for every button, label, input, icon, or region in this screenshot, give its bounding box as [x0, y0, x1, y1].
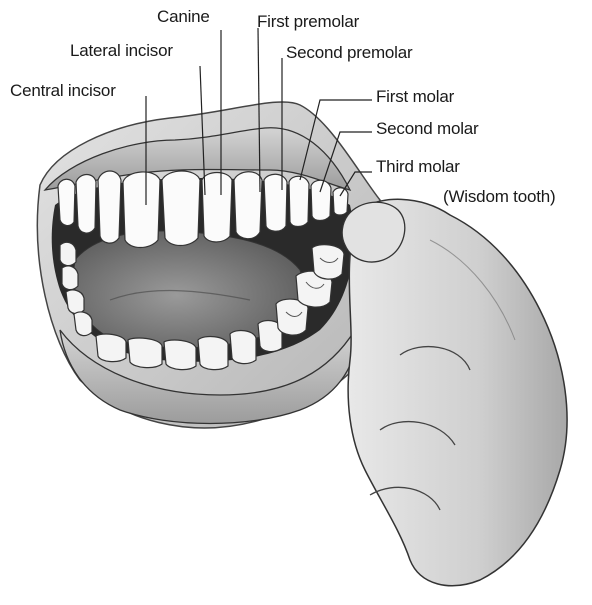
canine-tooth [234, 172, 262, 239]
label-third-molar: Third molar [376, 158, 460, 175]
upper-canine-left [98, 171, 121, 243]
label-second-premolar: Second premolar [286, 44, 412, 61]
central-incisor-tooth [123, 172, 160, 248]
lateral-incisor-tooth [202, 173, 232, 243]
upper-molar-left [58, 179, 75, 225]
label-wisdom-tooth: (Wisdom tooth) [443, 188, 555, 205]
label-first-premolar: First premolar [257, 13, 359, 30]
label-central-incisor: Central incisor [10, 82, 116, 99]
second-molar-tooth [333, 188, 348, 215]
label-canine: Canine [157, 8, 210, 25]
central-incisor-tooth-2 [162, 171, 200, 246]
label-first-molar: First molar [376, 88, 454, 105]
first-molar-tooth [311, 180, 331, 220]
upper-premolar-left [76, 175, 96, 234]
first-premolar-tooth [264, 174, 287, 231]
label-lateral-incisor: Lateral incisor [70, 42, 173, 59]
second-premolar-tooth [289, 176, 309, 226]
label-second-molar: Second molar [376, 120, 479, 137]
